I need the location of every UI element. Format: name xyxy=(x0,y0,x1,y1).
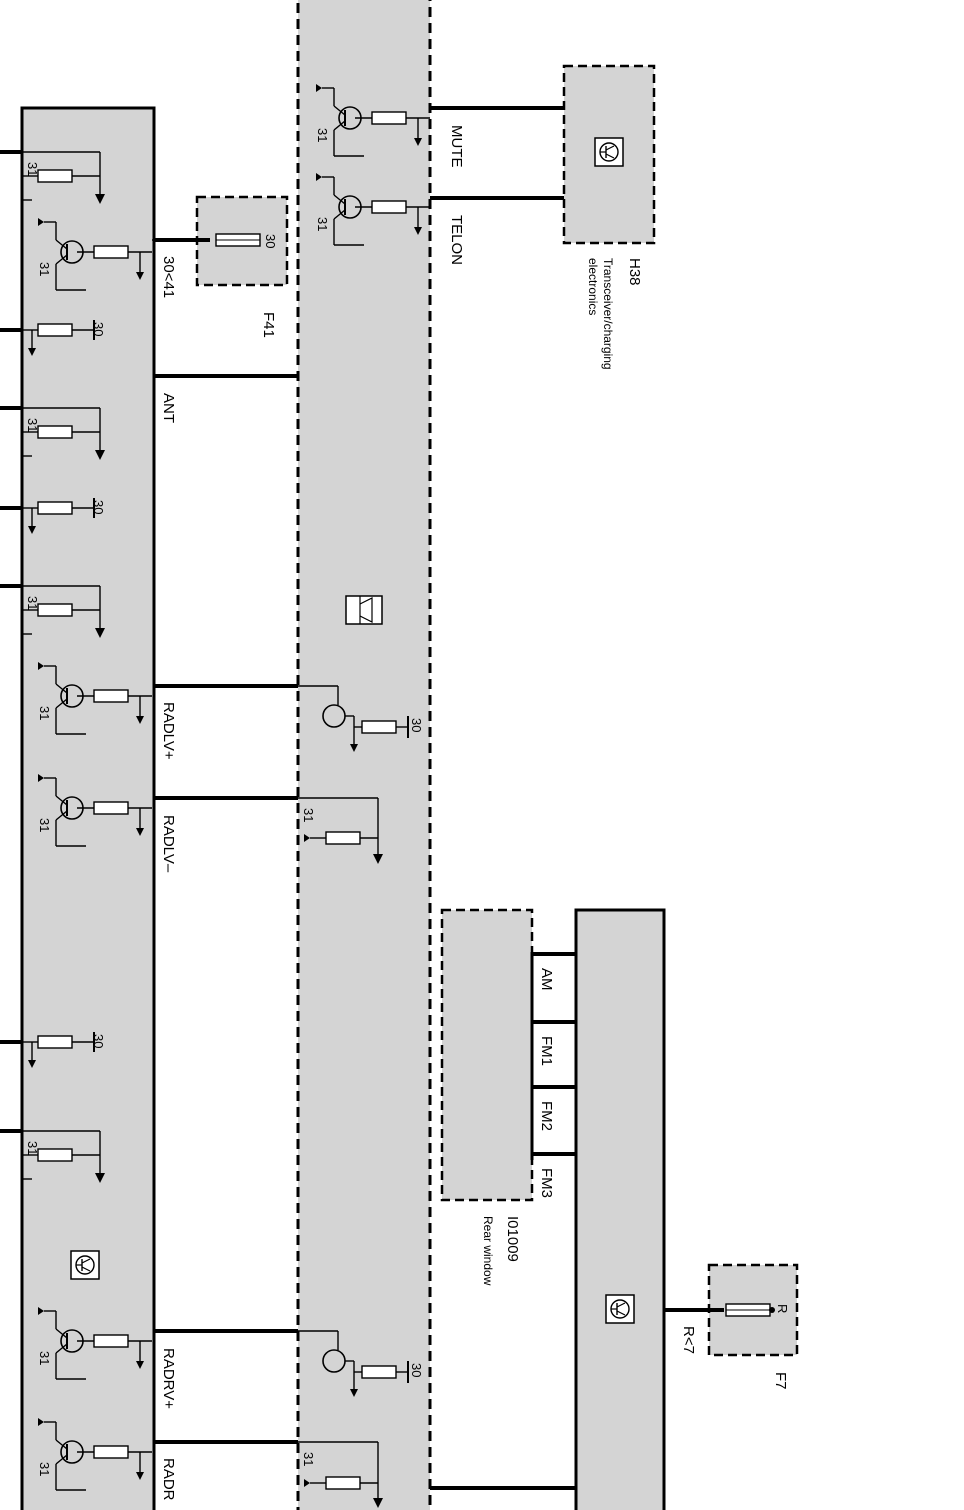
t30-label: 30 xyxy=(91,1034,106,1048)
rear-window-desc: Rear window xyxy=(481,1216,495,1286)
f41-id: F41 xyxy=(260,312,277,338)
f7-terminal-label: R xyxy=(775,1304,790,1313)
h38-id: H38 xyxy=(626,258,643,286)
ant-label: ANT xyxy=(160,393,177,423)
t31-label: 31 xyxy=(25,1141,40,1155)
antenna-amplifier-icon xyxy=(605,1294,635,1324)
t31-label: 31 xyxy=(25,418,40,432)
telon-label: TELON xyxy=(448,215,465,265)
t31-label: 31 xyxy=(37,1351,52,1365)
mute-label: MUTE xyxy=(448,125,465,168)
f7-id: F7 xyxy=(772,1372,789,1390)
radlv-minus-input-stage xyxy=(298,797,383,864)
t30-label: 30 xyxy=(91,322,106,336)
f41-terminal-label: 30 xyxy=(263,234,278,248)
labels: 31 31 30 31 30 31 31 31 30 31 31 31 31 3… xyxy=(25,125,790,1501)
t31-label: 31 xyxy=(37,262,52,276)
t31-label: 31 xyxy=(315,217,330,231)
h38-desc-line1: Transceiver/charging xyxy=(601,258,615,370)
loudspeaker-icon xyxy=(345,595,383,625)
h38-desc-line2: electronics xyxy=(586,258,600,315)
wires xyxy=(0,106,724,1490)
fuse-f41 xyxy=(215,233,261,247)
fm2-label: FM2 xyxy=(538,1101,555,1131)
radrv-input-stage xyxy=(298,1330,409,1397)
t30-label: 30 xyxy=(409,718,424,732)
radr-minus-input-stage xyxy=(298,1441,383,1508)
t31-label: 31 xyxy=(37,706,52,720)
radio-module xyxy=(20,106,156,1510)
radr-label: RADR xyxy=(160,1458,177,1501)
fuse-f7 xyxy=(725,1303,775,1317)
t31-label: 31 xyxy=(37,818,52,832)
radrv-plus-label: RADRV+ xyxy=(160,1348,177,1409)
t31-label: 31 xyxy=(25,596,40,610)
antenna-amplifier-module xyxy=(574,908,666,1510)
t31-label: 31 xyxy=(301,1452,316,1466)
t31-label: 31 xyxy=(25,162,40,176)
amplifier-icon xyxy=(70,1250,100,1280)
control-unit-icon xyxy=(594,137,624,167)
am-label: AM xyxy=(538,968,555,991)
radlv-minus-label: RADLV– xyxy=(160,815,177,873)
t31-label: 31 xyxy=(301,808,316,822)
radlv-plus-label: RADLV+ xyxy=(160,702,177,760)
t31-label: 31 xyxy=(37,1462,52,1476)
rear-window-box xyxy=(440,908,534,1202)
t30-label: 30 xyxy=(409,1363,424,1377)
fuse-r-7-label: R<7 xyxy=(680,1326,697,1354)
fm3-label: FM3 xyxy=(538,1168,555,1198)
rear-window-id: I01009 xyxy=(504,1216,521,1262)
radlv-input-stage xyxy=(298,685,409,752)
t30-label: 30 xyxy=(91,500,106,514)
t31-label: 31 xyxy=(315,128,330,142)
fuse-30-41-label: 30<41 xyxy=(160,256,177,298)
amplifier-module xyxy=(296,0,432,1510)
fm1-label: FM1 xyxy=(538,1036,555,1066)
